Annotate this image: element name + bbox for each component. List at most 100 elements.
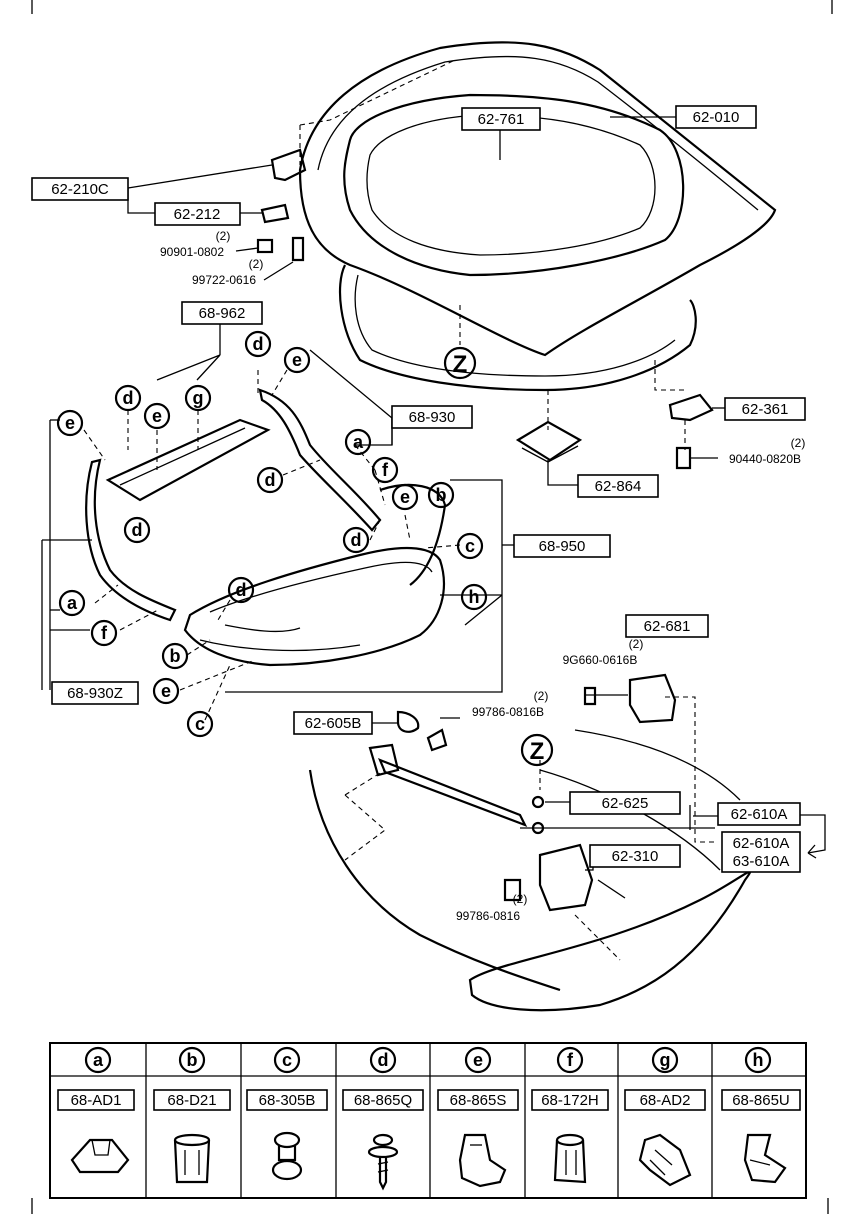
callout-e-3: e — [56, 409, 84, 437]
label-62-361: 62-361 — [742, 401, 789, 418]
svg-text:d: d — [236, 580, 247, 600]
label-9G660-0616B: 9G660-0616B — [563, 653, 638, 667]
part-labels: 62-761 62-010 62-210C 62-212 (2) 90901-0… — [31, 105, 806, 923]
label-68-950: 68-950 — [539, 538, 586, 555]
lid-small-parts — [515, 393, 725, 486]
hinge-parts — [127, 148, 307, 281]
legend-cell-c: c 68-305B — [246, 1046, 328, 1181]
legend-part-c: 68-305B — [259, 1092, 316, 1109]
svg-text:c: c — [195, 714, 205, 734]
legend-cell-e: e 68-865S — [437, 1046, 519, 1188]
svg-text:h: h — [469, 587, 480, 607]
svg-text:b: b — [187, 1050, 198, 1070]
lid-dash-lines — [299, 59, 686, 450]
svg-text:Z: Z — [453, 351, 468, 378]
callout-h: h — [460, 583, 488, 611]
callout-d-2: d — [114, 384, 142, 412]
svg-text:Z: Z — [530, 738, 545, 765]
svg-text:g: g — [660, 1050, 671, 1070]
legend-part-h: 68-865U — [732, 1092, 790, 1109]
callout-c-1: c — [456, 532, 484, 560]
callouts: Z Z d e d g e e a f d e b d d c d a h f … — [56, 330, 554, 767]
svg-text:d: d — [123, 388, 134, 408]
label-99722-0616: 99722-0616 — [192, 273, 256, 287]
lower-mechanism — [308, 673, 826, 1012]
legend-part-g: 68-AD2 — [640, 1092, 691, 1109]
trunk-lid-drawing — [298, 41, 777, 392]
legend-part-a: 68-AD1 — [71, 1092, 122, 1109]
legend-part-e: 68-865S — [450, 1092, 507, 1109]
callout-e-2: e — [143, 402, 171, 430]
label-99786-0816: 99786-0816 — [456, 909, 520, 923]
label-62-610A: 62-610A — [731, 806, 788, 823]
svg-text:h: h — [753, 1050, 764, 1070]
callout-d-3: d — [256, 466, 284, 494]
label-68-930Z: 68-930Z — [67, 685, 123, 702]
callout-z-bottom: Z — [520, 733, 554, 767]
label-68-930: 68-930 — [409, 409, 456, 426]
svg-text:e: e — [65, 413, 75, 433]
qty-90440: (2) — [791, 436, 806, 450]
svg-text:e: e — [292, 350, 302, 370]
legend-cell-b: b 68-D21 — [153, 1046, 231, 1184]
callout-d-1: d — [244, 330, 272, 358]
label-62-212: 62-212 — [174, 206, 221, 223]
callout-c-2: c — [186, 710, 214, 738]
svg-text:f: f — [382, 460, 389, 480]
svg-text:c: c — [282, 1050, 292, 1070]
svg-text:f: f — [101, 623, 108, 643]
legend-cell-f: f 68-172H — [531, 1046, 609, 1184]
label-62-681: 62-681 — [644, 618, 691, 635]
svg-text:d: d — [132, 520, 143, 540]
callout-f-1: f — [371, 456, 399, 484]
label-62-864: 62-864 — [595, 478, 642, 495]
label-99786-0816B: 99786-0816B — [472, 705, 544, 719]
legend-part-d: 68-865Q — [354, 1092, 412, 1109]
label-62-605B: 62-605B — [305, 715, 362, 732]
callout-d-4: d — [123, 516, 151, 544]
label-62-010: 62-010 — [693, 109, 740, 126]
liner-dash-lines — [83, 369, 461, 721]
svg-text:a: a — [67, 593, 78, 613]
qty-99722: (2) — [249, 257, 264, 271]
qty-9G660: (2) — [629, 637, 644, 651]
label-62-310: 62-310 — [612, 848, 659, 865]
callout-z-top: Z — [443, 346, 477, 380]
qty-99786-B: (2) — [534, 689, 549, 703]
legend-cell-h: h 68-865U — [721, 1046, 801, 1184]
legend-part-f: 68-172H — [541, 1092, 599, 1109]
callout-e-1: e — [283, 346, 311, 374]
label-62-625: 62-625 — [602, 795, 649, 812]
callout-e-5: e — [152, 677, 180, 705]
svg-text:d: d — [265, 470, 276, 490]
svg-text:b: b — [436, 485, 447, 505]
qty-90901: (2) — [216, 229, 231, 243]
callout-d-6: d — [227, 576, 255, 604]
label-68-962: 68-962 — [199, 305, 246, 322]
svg-text:e: e — [161, 681, 171, 701]
legend-cell-g: g 68-AD2 — [624, 1046, 706, 1187]
svg-text:d: d — [253, 334, 264, 354]
label-62-210C: 62-210C — [51, 181, 109, 198]
label-63-610A: 63-610A — [733, 853, 790, 870]
svg-text:b: b — [170, 646, 181, 666]
svg-text:g: g — [193, 388, 204, 408]
callout-a-1: a — [344, 428, 372, 456]
legend-cell-d: d 68-865Q — [342, 1046, 424, 1191]
qty-99786: (2) — [513, 892, 528, 906]
svg-text:c: c — [465, 536, 475, 556]
callout-b-2: b — [161, 642, 189, 670]
callout-f-2: f — [90, 619, 118, 647]
fastener-legend: a 68-AD1 b 68-D21 c 68-305B — [49, 1042, 807, 1199]
callout-b-1: b — [427, 481, 455, 509]
label-90901-0802: 90901-0802 — [160, 245, 224, 259]
label-62-610A-2: 62-610A — [733, 835, 790, 852]
callout-d-5: d — [342, 526, 370, 554]
svg-text:e: e — [473, 1050, 483, 1070]
label-90440-0820B: 90440-0820B — [729, 452, 801, 466]
trunk-liner-drawing — [85, 388, 447, 667]
label-62-761: 62-761 — [478, 111, 525, 128]
svg-text:d: d — [378, 1050, 389, 1070]
callout-e-4: e — [391, 483, 419, 511]
